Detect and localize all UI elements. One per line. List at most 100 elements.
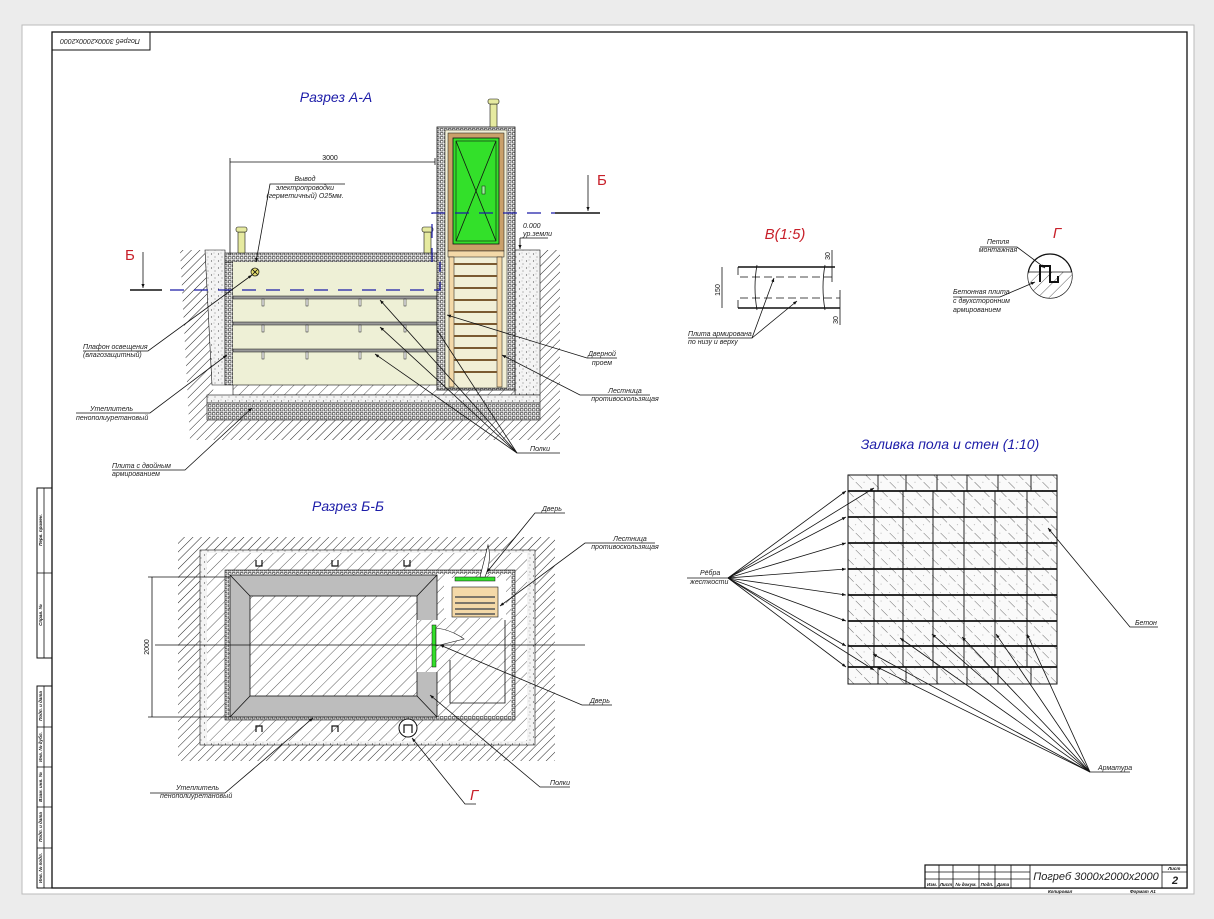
rebar-horizontal [848,490,1057,668]
svg-text:Изм.: Изм. [927,882,937,887]
sheet-frame [51,31,1188,889]
svg-text:по низу и верху: по низу и верху [688,339,738,346]
svg-text:армированием: армированием [112,471,160,478]
svg-text:жесткости: жесткости [689,579,728,586]
svg-text:Копировал: Копировал [1048,889,1073,894]
left-strip: Перв. примен. Справ. № Подп. и дата Инв.… [36,487,53,889]
svg-text:Плита армирована: Плита армирована [688,331,752,338]
floor-concrete [206,394,541,404]
svg-text:Вывод: Вывод [294,175,315,183]
label-slab: Плита с двойным армированием [112,407,253,478]
detail-v-title: В(1:5) [765,226,806,243]
drawing-name: Погреб 3000х2000х2000 [1033,871,1159,883]
svg-text:Лист: Лист [1167,866,1180,871]
lamp-icon [250,267,260,277]
cut-mark-left: Б [125,247,135,264]
door-top-plan [454,576,496,582]
section-bb: Разрез Б-Б 2000 Дверь Лестница противоск [144,498,659,805]
detail-g-ref: Г [470,787,480,804]
svg-text:№ докум.: № докум. [955,882,976,887]
label-lamp: Плафон освещения (влагозащитный) [83,274,253,359]
detail-v: В(1:5) 150 30 30 Плита армирована по низ… [688,226,841,346]
svg-text:Лист: Лист [939,882,952,887]
svg-text:Дата: Дата [996,882,1010,887]
label-shelves: Полки [550,780,570,787]
svg-text:Утеплитель: Утеплитель [175,785,219,792]
svg-text:с двухсторонним: с двухсторонним [953,297,1010,305]
concrete-grid [847,474,1058,685]
cut-mark-right: Б [597,172,607,189]
svg-text:пенополиуретановый: пенополиуретановый [160,792,232,800]
dim-150: 150 [715,284,722,296]
ground-level-label: ур.земли [522,231,552,238]
svg-text:армированием: армированием [953,307,1001,314]
label-doorway: Дверной проем [446,314,617,367]
strip-label: Инв. № подл. [38,853,43,883]
strip-label: Подп. и дата [38,812,43,842]
label-wiring: Вывод электропроводки (герметичный) О25м… [255,175,345,263]
svg-text:Плита с двойным: Плита с двойным [112,462,171,470]
top-stamp: Погреб 3000х2000х2000 [51,31,151,51]
svg-text:Полки: Полки [530,446,550,453]
dim-2000: 2000 [144,639,151,655]
pouring-detail: Заливка пола и стен (1:10) Рёбра жесткос… [687,436,1158,773]
svg-text:Лестница: Лестница [612,536,647,543]
svg-text:Утеплитель: Утеплитель [89,406,133,413]
paper [21,24,1195,895]
strip-label: Справ. № [38,603,43,625]
door-side-plan [431,624,437,668]
top-stamp-text: Погреб 3000х2000х2000 [60,37,140,45]
label-door-top: Дверь [541,506,562,513]
svg-text:Подп.: Подп. [981,882,994,887]
pouring-title: Заливка пола и стен (1:10) [861,436,1040,452]
svg-text:Лестница: Лестница [607,388,642,395]
dim-30-top: 30 [825,252,832,260]
dim-3000: 3000 [322,155,338,162]
insulation-wall [224,261,234,386]
door-handle-icon [481,185,486,195]
svg-text:противоскользящая: противоскользящая [591,396,659,403]
label-insulation: Утеплитель пенополиуретановый [76,354,228,422]
detail-g-title: Г [1053,225,1063,242]
mounting-loop-icon [255,560,411,732]
svg-text:Петля: Петля [987,239,1010,246]
mounting-loop-icon [1039,265,1059,283]
strip-label: Перв. примен. [38,514,43,546]
vent-pipe-icon [235,98,500,254]
label-ribs: Рёбра [700,569,720,577]
right-wall-concrete [514,249,541,396]
svg-text:электропроводки: электропроводки [276,184,334,192]
svg-text:пенополиуретановый: пенополиуретановый [76,414,148,422]
ribs-leaders [687,487,875,671]
label-concrete: Бетон [1135,620,1157,627]
svg-text:проем: проем [592,360,612,367]
rebar-vertical [873,475,1032,684]
title-block: Изм. Лист № докум. Подп. Дата Погреб 300… [924,864,1188,894]
label-ladder: Лестница противоскользящая [501,354,659,403]
cut-line-b [170,262,441,291]
svg-text:Бетонная плита: Бетонная плита [953,289,1010,296]
section-aa-title: Разрез А-А [300,89,372,105]
label-door-side: Дверь [589,698,610,705]
dim-30-bottom: 30 [833,316,840,324]
section-aa: Разрез А-А [76,89,659,478]
svg-text:Плафон освещения: Плафон освещения [83,344,148,351]
ladder-plan [451,586,499,618]
label-shelves: Полки [374,299,560,454]
base-slab [206,402,541,421]
svg-text:Формат А1: Формат А1 [1130,889,1156,894]
svg-text:(влагозащитный): (влагозащитный) [83,351,142,359]
strip-label: Подп. и дата [38,691,43,721]
svg-text:противоскользящая: противоскользящая [591,544,659,551]
section-bb-title: Разрез Б-Б [312,498,384,514]
ground-hatch [180,250,560,440]
svg-text:монтажная: монтажная [979,247,1018,254]
ground-level-value: 0.000 [523,223,541,230]
sheet-number: 2 [1171,875,1178,887]
strip-label: Взам. инв. № [38,771,43,802]
label-rebar: Арматура [1097,765,1132,772]
svg-text:(герметичный) О25мм.: (герметичный) О25мм. [266,192,343,200]
svg-text:Дверной: Дверной [587,350,616,358]
rebar-leaders [872,633,1130,773]
